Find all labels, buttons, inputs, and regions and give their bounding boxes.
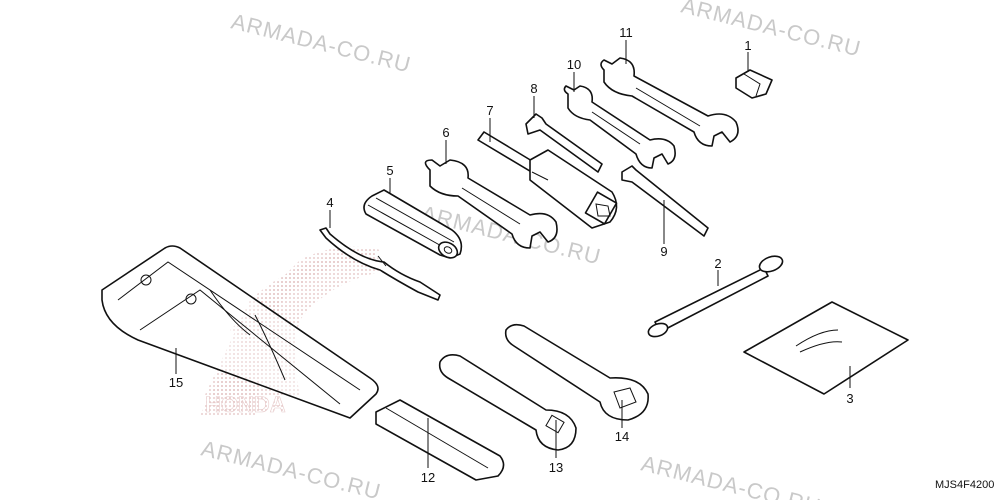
part-11-open-end-wrench <box>600 57 739 147</box>
callout-15: 15 <box>169 375 183 390</box>
part-4-screwdriver <box>319 227 441 301</box>
honda-logo-text: HONDA <box>205 392 286 417</box>
watermark-text: ARMADA-CO.RU <box>679 0 864 61</box>
callout-1: 1 <box>744 38 751 53</box>
callout-10: 10 <box>567 57 581 72</box>
callout-4: 4 <box>326 195 333 210</box>
callout-3: 3 <box>846 391 853 406</box>
part-14-spanner <box>504 323 649 421</box>
part-2-tie-strap <box>647 255 784 338</box>
part-10-open-end-wrench <box>563 85 676 169</box>
callout-14: 14 <box>615 429 629 444</box>
diagram-code: MJS4F4200 <box>935 479 994 491</box>
callout-7: 7 <box>486 103 493 118</box>
watermark-text: ARMADA-CO.RU <box>199 436 384 500</box>
callout-8: 8 <box>530 81 537 96</box>
watermark-text: ARMADA-CO.RU <box>229 9 414 78</box>
callout-5: 5 <box>386 163 393 178</box>
part-8-hex-wrench <box>525 113 603 173</box>
callout-11: 11 <box>619 25 633 40</box>
callout-6: 6 <box>442 125 449 140</box>
callout-2: 2 <box>714 256 721 271</box>
part-5-screwdriver-grip <box>363 189 463 259</box>
callout-13: 13 <box>549 460 563 475</box>
part-13-pin-spanner <box>438 354 577 451</box>
part-12-extension-bar <box>375 399 505 481</box>
part-7-plug-wrench <box>477 131 618 229</box>
part-6-open-end-wrench <box>424 159 558 249</box>
leader-lines <box>175 40 851 468</box>
part-15-tool-pouch <box>101 245 379 419</box>
part-9-hex-wrench <box>621 165 709 237</box>
callout-12: 12 <box>421 470 435 485</box>
callouts: 1 2 3 4 5 6 7 8 9 10 11 12 13 14 15 <box>169 25 854 485</box>
part-1-tool-clip <box>735 69 773 99</box>
callout-9: 9 <box>660 244 667 259</box>
part-3-tool-bag <box>743 301 909 395</box>
watermark-text: ARMADA-CO.RU <box>639 451 824 500</box>
